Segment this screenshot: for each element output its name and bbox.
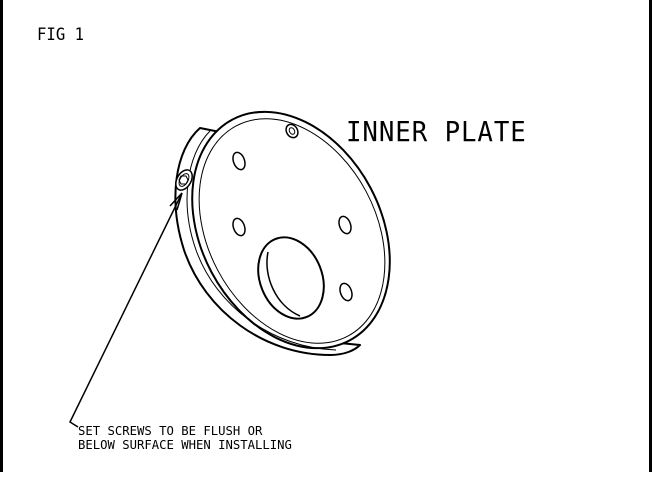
part-label: INNER PLATE [346,115,527,148]
note-leader-arrow [69,192,183,428]
center-bore-outer [257,236,325,320]
figure-label: FIG 1 [37,25,85,45]
center-bore [257,236,325,320]
set-screw [175,169,193,191]
mounting-hole-bottom-left [232,217,246,237]
installation-note-line-1: SET SCREWS TO BE FLUSH OR [78,423,263,438]
mounting-hole-right [338,215,352,235]
plate-chamfer-ring [198,118,386,344]
mounting-hole-top-left [232,151,246,171]
mounting-hole-bottom-right [339,282,353,302]
installation-note-line-2: BELOW SURFACE WHEN INSTALLING [78,437,292,452]
center-bore-inner-wall [266,251,301,317]
plate-rim-edge [186,130,337,351]
mounting-holes [232,151,353,302]
rim-tapped-hole [285,123,299,139]
